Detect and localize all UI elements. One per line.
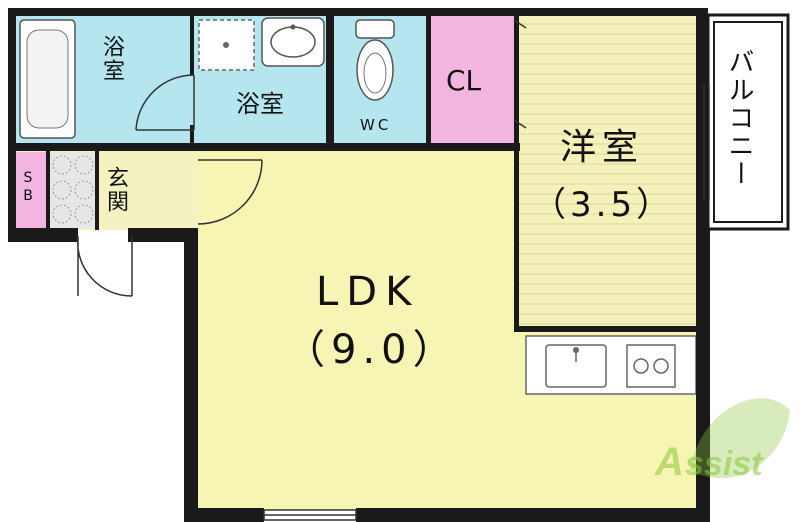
shoebox-label: SB [20,170,36,206]
shower-tray [198,19,255,71]
balcony-outline [706,13,790,231]
toilet [355,19,395,101]
ldk-fill [198,150,696,510]
washbasin [261,17,325,67]
wc-label: WC [360,116,392,134]
balcony-inner-outline [713,21,783,223]
western-room-stripes [518,23,696,325]
walls [8,8,710,522]
assist-logo: A ssist [654,398,790,484]
ldk-name-label: LDK [316,269,420,315]
doors [76,19,710,521]
entrance-label: 玄関 [103,166,128,214]
svg-text:A: A [654,440,684,484]
balcony-label: バルコニー [724,48,754,188]
entrance-tile-pattern [50,152,95,228]
bath-lower-label: 浴室 [236,90,284,118]
ldk-size-label: （9.0） [285,327,459,373]
bath-upper-label: 浴室 [99,35,124,83]
shoebox-fill [15,152,46,228]
closet-label: CL [446,64,482,97]
western-room-name-label: 洋室 [560,127,645,168]
balcony-fill [708,15,788,229]
svg-text:ssist: ssist [685,445,764,483]
kitchen-counter [525,335,697,395]
bathtub [19,19,76,139]
closet-fill [430,15,515,143]
western-room-fill [518,15,696,327]
western-room-size-label: （3.5） [532,185,675,225]
